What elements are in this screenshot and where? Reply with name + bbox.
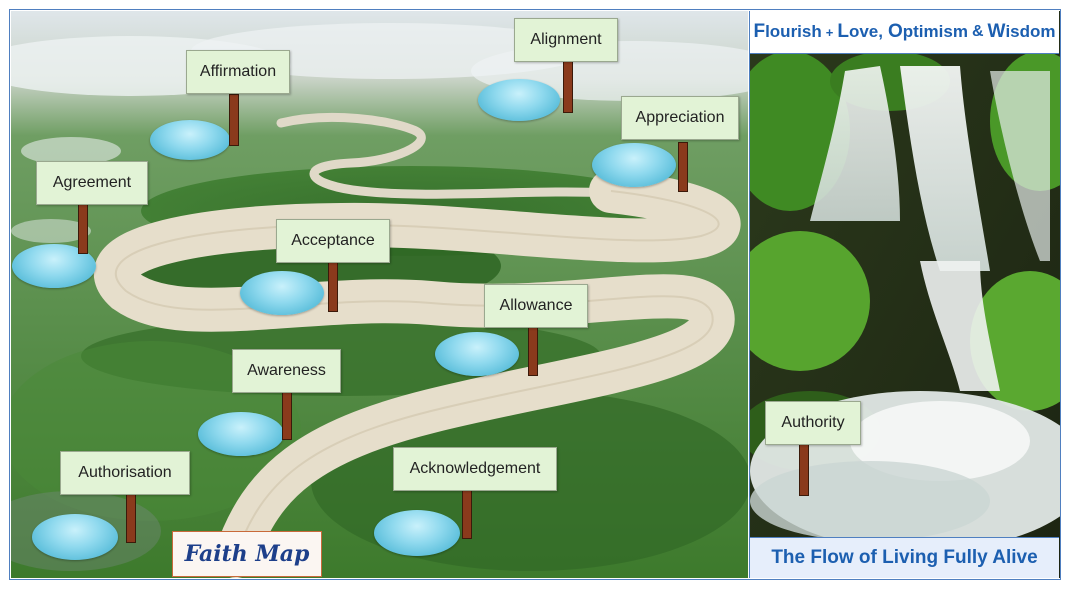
pool-acknowledgement xyxy=(374,510,460,556)
sign-agreement: Agreement xyxy=(36,161,148,205)
post-affirmation xyxy=(229,94,239,146)
sign-alignment: Alignment xyxy=(514,18,618,62)
post-authorisation xyxy=(126,493,136,543)
pool-alignment xyxy=(478,79,560,121)
sign-affirmation: Affirmation xyxy=(186,50,290,94)
sign-authorisation: Authorisation xyxy=(60,451,190,495)
sign-allowance: Allowance xyxy=(484,284,588,328)
sign-acceptance: Acceptance xyxy=(276,219,390,263)
sign-acknowledgement: Acknowledgement xyxy=(393,447,557,491)
title-word-flourish: Flourish xyxy=(753,21,822,42)
waterfall-panel: Flourish + Love, Optimism & Wisdom The F… xyxy=(749,11,1060,578)
title-word-optimism: Optimism xyxy=(887,21,968,42)
post-authority xyxy=(799,444,809,496)
pool-appreciation xyxy=(592,143,676,187)
post-alignment xyxy=(563,61,573,113)
post-acknowledgement xyxy=(462,489,472,539)
sign-authority: Authority xyxy=(765,401,861,445)
waterfall-illustration xyxy=(750,11,1060,578)
pool-acceptance xyxy=(240,271,324,315)
sign-appreciation: Appreciation xyxy=(621,96,739,140)
post-allowance xyxy=(528,326,538,376)
pool-awareness xyxy=(198,412,284,456)
pool-allowance xyxy=(435,332,519,376)
title-word-love: Love, xyxy=(837,21,883,42)
title-word-wisdom: Wisdom xyxy=(987,21,1056,42)
panel-title: Flourish + Love, Optimism & Wisdom xyxy=(750,11,1059,54)
sign-awareness: Awareness xyxy=(232,349,341,393)
pool-authorisation xyxy=(32,514,118,560)
title-plus: + xyxy=(825,24,834,40)
pool-affirmation xyxy=(150,120,230,160)
post-acceptance xyxy=(328,262,338,312)
post-appreciation xyxy=(678,142,688,192)
panel-footer-title: The Flow of Living Fully Alive xyxy=(750,537,1059,578)
post-agreement xyxy=(78,204,88,254)
title-ampersand: & xyxy=(971,23,984,40)
faith-map-label: Faith Map xyxy=(172,531,322,577)
post-awareness xyxy=(282,390,292,440)
